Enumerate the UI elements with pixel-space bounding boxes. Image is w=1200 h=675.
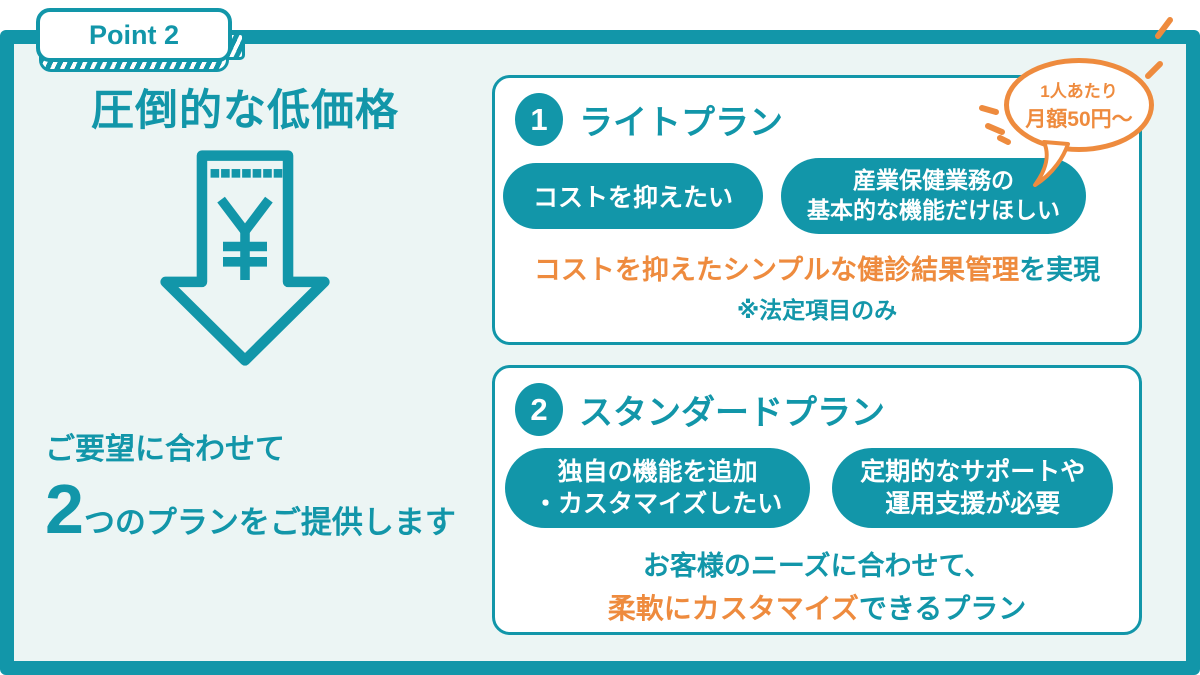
price-bubble-tail — [1033, 140, 1070, 187]
plan-card-standard: 2 スタンダードプラン 独自の機能を追加 ・カスタマイズしたい 定期的なサポート… — [492, 365, 1142, 635]
plan2-result-highlight: 柔軟にカスタマイズ — [607, 593, 859, 624]
left-column: 圧倒的な低価格 — [25, 76, 465, 373]
plan1-result-highlight: コストを抑えたシンプルな健診結果管理 — [533, 254, 1020, 285]
plan2-result-line2: 柔軟にカスタマイズできるプラン — [495, 587, 1139, 627]
plan2-result-line1: お客様のニーズに合わせて、 — [642, 551, 992, 581]
plan1-need-pill-1: コストを抑えたい — [503, 162, 764, 229]
point-badge-body: Point 2 — [36, 8, 232, 62]
plan2-needs: 独自の機能を追加 ・カスタマイズしたい 定期的なサポートや 運用支援が必要 — [505, 448, 1139, 528]
price-bubble-line1: 1人あたり — [1040, 82, 1118, 101]
plan2-need-pill-2: 定期的なサポートや 運用支援が必要 — [832, 448, 1114, 528]
plan2-header: 2 スタンダードプラン — [515, 383, 1139, 436]
plan1-need-pill-2: 産業保健業務の 基本的な機能だけほしい — [781, 158, 1087, 234]
price-bubble-line2: 月額50円〜 — [1025, 108, 1133, 131]
plan-count: 2 — [45, 470, 84, 548]
sparkle-left-icon — [979, 105, 1011, 145]
plan1-result-text: コストを抑えたシンプルな健診結果管理を実現 — [495, 248, 1139, 287]
point-badge-label: Point 2 — [88, 19, 179, 50]
plan1-needs: コストを抑えたい 産業保健業務の 基本的な機能だけほしい — [503, 158, 1139, 234]
plan1-number-badge: 1 — [515, 93, 563, 146]
plan1-title: ライトプラン — [579, 104, 783, 142]
point-badge: Point 2 — [36, 8, 245, 72]
offer-line1: ご要望に合わせて — [45, 433, 285, 466]
plan1-header: 1 ライトプラン — [515, 93, 1139, 146]
yen-down-arrow-icon — [160, 150, 330, 366]
section-heading: 圧倒的な低価格 — [91, 87, 399, 135]
sparkle-right-icon — [1145, 17, 1173, 79]
plan2-result-rest: できるプラン — [858, 593, 1027, 624]
plan1-note: ※法定項目のみ — [736, 296, 898, 323]
plan2-title: スタンダードプラン — [579, 394, 885, 432]
plan1-result-rest: を実現 — [1019, 254, 1101, 285]
offer-line2-rest: つのプランをご提供します — [83, 505, 456, 540]
plan2-number-badge: 2 — [515, 383, 563, 436]
price-bubble: 1人あたり 月額50円〜 — [1004, 58, 1154, 152]
plan2-need-pill-1: 独自の機能を追加 ・カスタマイズしたい — [505, 448, 811, 528]
